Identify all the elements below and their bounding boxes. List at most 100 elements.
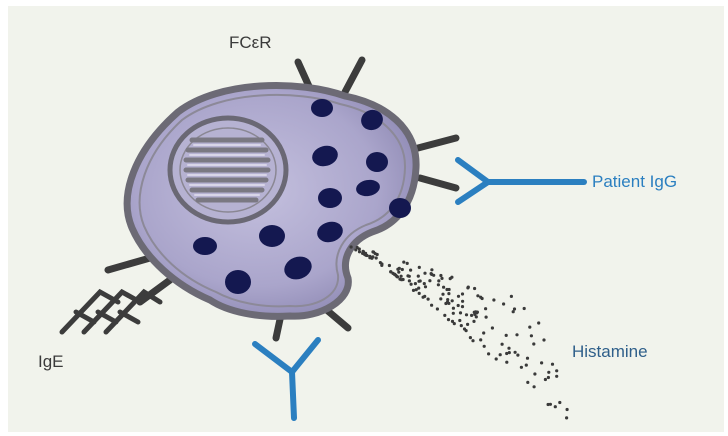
histamine-dot: [510, 295, 513, 298]
histamine-dot: [400, 275, 403, 278]
histamine-dot: [460, 324, 463, 327]
histamine-dot: [408, 275, 411, 278]
histamine-dot: [516, 354, 519, 357]
histamine-dot: [402, 261, 405, 264]
histamine-dot: [465, 313, 468, 316]
histamine-dot: [423, 295, 426, 298]
receptor-right-1: [418, 138, 456, 148]
histamine-dot: [492, 298, 495, 301]
histamine-dot: [525, 364, 528, 367]
histamine-dot: [463, 327, 466, 330]
histamine-dot: [446, 298, 449, 301]
histamine-dot: [472, 320, 475, 323]
histamine-dot: [439, 274, 442, 277]
histamine-dot: [457, 295, 460, 298]
histamine-dot: [547, 376, 550, 379]
histamine-dot: [449, 277, 452, 280]
histamine-dot: [423, 272, 426, 275]
receptor-right-2: [420, 178, 456, 188]
histamine-dot: [457, 304, 460, 307]
histamine-dot: [515, 333, 518, 336]
histamine-dot: [537, 321, 540, 324]
histamine-dot: [388, 264, 391, 267]
histamine-dot: [547, 371, 550, 374]
granule: [193, 237, 217, 255]
histamine-dot: [452, 307, 455, 310]
histamine-dot: [350, 245, 353, 248]
histamine-dot: [471, 339, 474, 342]
histamine-dot: [495, 357, 498, 360]
histamine-dot: [389, 270, 392, 273]
histamine-dot: [441, 293, 444, 296]
histamine-dot: [452, 312, 455, 315]
histamine-dot: [358, 247, 361, 250]
histamine-dot: [528, 326, 531, 329]
histamine-dot: [530, 334, 533, 337]
histamine-dot: [554, 405, 557, 408]
histamine-dot: [408, 279, 411, 282]
histamine-dot: [427, 298, 430, 301]
histamine-dot: [406, 262, 409, 265]
histamine-dot: [514, 351, 517, 354]
histamine-dot: [520, 366, 523, 369]
histamine-dot: [358, 250, 361, 253]
histamine-dot: [398, 278, 401, 281]
histamine-dot: [461, 305, 464, 308]
histamine-dot: [437, 283, 440, 286]
histamine-dot: [508, 351, 511, 354]
histamine-dot: [526, 357, 529, 360]
label-patient-igg: Patient IgG: [592, 172, 677, 192]
histamine-dot: [533, 372, 536, 375]
histamine-dot: [547, 403, 550, 406]
histamine-dot: [483, 345, 486, 348]
histamine-dot: [428, 279, 431, 282]
histamine-dot: [440, 277, 443, 280]
histamine-dot: [551, 363, 554, 366]
histamine-dot: [475, 315, 478, 318]
histamine-dot: [470, 314, 473, 317]
histamine-dot: [379, 261, 382, 264]
histamine-dot: [380, 264, 383, 267]
histamine-dots: [350, 245, 569, 419]
histamine-dot: [502, 302, 505, 305]
label-histamine: Histamine: [572, 342, 648, 362]
histamine-dot: [461, 300, 464, 303]
histamine-dot: [451, 299, 454, 302]
histamine-dot: [481, 297, 484, 300]
histamine-dot: [417, 275, 420, 278]
histamine-dot: [532, 342, 535, 345]
histamine-dot: [565, 416, 568, 419]
histamine-dot: [445, 288, 448, 291]
histamine-dot: [466, 323, 469, 326]
granule: [318, 188, 342, 208]
histamine-dot: [501, 343, 504, 346]
igg-antibody-right: [458, 160, 584, 202]
histamine-dot: [479, 338, 482, 341]
nucleus-icon: [170, 118, 286, 222]
histamine-dot: [507, 347, 510, 350]
histamine-dot: [368, 255, 371, 258]
histamine-dot: [414, 282, 417, 285]
histamine-dot: [555, 375, 558, 378]
histamine-dot: [485, 316, 488, 319]
histamine-dot: [402, 278, 405, 281]
igg-antibody-bottom: [255, 340, 318, 418]
histamine-dot: [398, 267, 401, 270]
histamine-dot: [482, 331, 485, 334]
histamine-dot: [418, 266, 421, 269]
histamine-dot: [397, 271, 400, 274]
histamine-dot: [423, 282, 426, 285]
histamine-dot: [473, 287, 476, 290]
histamine-dot: [363, 253, 366, 256]
histamine-dot: [436, 307, 439, 310]
granule: [225, 270, 251, 294]
histamine-dot: [523, 307, 526, 310]
granule: [259, 225, 285, 247]
histamine-dot: [393, 273, 396, 276]
histamine-dot: [418, 292, 421, 295]
histamine-dot: [469, 336, 472, 339]
histamine-dot: [487, 352, 490, 355]
granule: [389, 198, 411, 218]
histamine-dot: [410, 283, 413, 286]
